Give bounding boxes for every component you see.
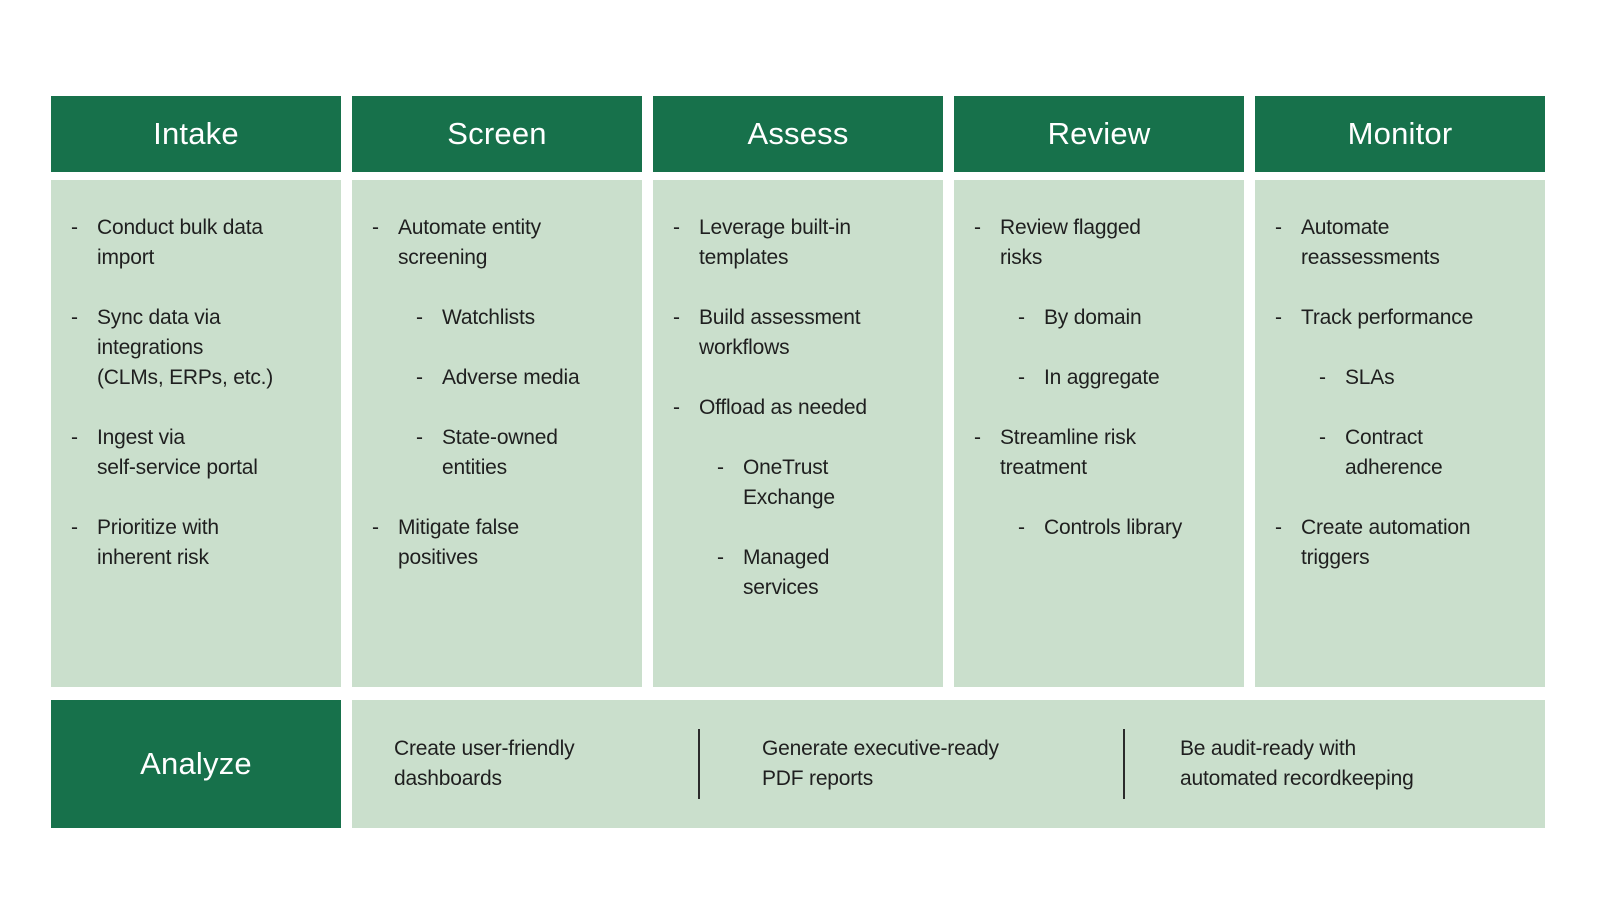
list-item: - Leverage built-in templates	[673, 213, 929, 273]
bullet-dash: -	[71, 516, 78, 539]
bullet-dash: -	[1275, 306, 1282, 329]
column-header-intake: Intake	[51, 96, 341, 172]
list-item: - Streamline risk treatment	[974, 423, 1230, 483]
list-item-text: Track performance	[1301, 306, 1474, 329]
footer-item-text: Create user-friendly dashboards	[394, 737, 575, 790]
footer-item-text: Generate executive-ready PDF reports	[762, 737, 999, 790]
list-item-text: Watchlists	[442, 306, 535, 329]
footer-row: Analyze Create user-friendly dashboards …	[51, 700, 1545, 828]
bullet-dash: -	[416, 366, 423, 389]
analyze-header: Analyze	[51, 700, 341, 828]
list-item-text: Automate entity screening	[398, 216, 541, 269]
list-subitem: - Controls library	[1018, 513, 1230, 543]
list-item-text: Streamline risk treatment	[1000, 426, 1136, 479]
list-item-text: SLAs	[1345, 366, 1395, 389]
list-item: - Automate reassessments	[1275, 213, 1531, 273]
panel-assess: - Leverage built-in templates - Build as…	[653, 180, 943, 687]
process-diagram: Intake Screen Assess Review Monitor - Co…	[51, 96, 1545, 828]
list-subitem: - State-owned entities	[416, 423, 628, 483]
list-item-text: Sync data via integrations (CLMs, ERPs, …	[97, 306, 274, 389]
list-item-text: Offload as needed	[699, 396, 867, 419]
list-item-text: By domain	[1044, 306, 1142, 329]
list-item: - Conduct bulk data import	[71, 213, 327, 273]
list-subitem: - Adverse media	[416, 363, 628, 393]
list-subitem: - By domain	[1018, 303, 1230, 333]
header-row: Intake Screen Assess Review Monitor	[51, 96, 1545, 172]
footer-item-reports: Generate executive-ready PDF reports	[700, 700, 1123, 828]
list-item: - Create automation triggers	[1275, 513, 1531, 573]
list-subitem: - Managed services	[717, 543, 929, 603]
column-header-monitor: Monitor	[1255, 96, 1545, 172]
vertical-divider	[698, 729, 700, 799]
bullet-dash: -	[1319, 366, 1326, 389]
list-item-text: Ingest via self-service portal	[97, 426, 258, 479]
list-item: - Build assessment workflows	[673, 303, 929, 363]
content-row: - Conduct bulk data import - Sync data v…	[51, 180, 1545, 687]
bullet-dash: -	[71, 216, 78, 239]
vertical-divider	[1123, 729, 1125, 799]
list-item-text: Managed services	[743, 546, 830, 599]
list-item-text: Create automation triggers	[1301, 516, 1471, 569]
list-subitem: - Contract adherence	[1319, 423, 1531, 483]
bullet-dash: -	[974, 216, 981, 239]
bullet-dash: -	[1018, 516, 1025, 539]
bullet-dash: -	[1275, 516, 1282, 539]
bullet-dash: -	[673, 216, 680, 239]
analyze-summary-bar: Create user-friendly dashboards Generate…	[352, 700, 1545, 828]
list-item: - Mitigate false positives	[372, 513, 628, 573]
bullet-dash: -	[372, 516, 379, 539]
list-item: - Sync data via integrations (CLMs, ERPs…	[71, 303, 327, 393]
bullet-dash: -	[372, 216, 379, 239]
column-header-screen: Screen	[352, 96, 642, 172]
list-subitem: - SLAs	[1319, 363, 1531, 393]
list-item: - Automate entity screening	[372, 213, 628, 273]
bullet-dash: -	[416, 306, 423, 329]
bullet-dash: -	[974, 426, 981, 449]
bullet-dash: -	[416, 426, 423, 449]
list-item-text: Conduct bulk data import	[97, 216, 263, 269]
list-item-text: Adverse media	[442, 366, 580, 389]
bullet-dash: -	[673, 306, 680, 329]
list-item: - Track performance	[1275, 303, 1531, 333]
bullet-dash: -	[1018, 306, 1025, 329]
list-item: - Offload as needed	[673, 393, 929, 423]
bullet-dash: -	[717, 456, 724, 479]
panel-review: - Review flagged risks - By domain - In …	[954, 180, 1244, 687]
bullet-dash: -	[1319, 426, 1326, 449]
list-item-text: Prioritize with inherent risk	[97, 516, 219, 569]
list-item-text: Review flagged risks	[1000, 216, 1141, 269]
list-item-text: Mitigate false positives	[398, 516, 519, 569]
footer-item-text: Be audit-ready with automated recordkeep…	[1180, 737, 1414, 790]
list-subitem: - In aggregate	[1018, 363, 1230, 393]
list-item: - Review flagged risks	[974, 213, 1230, 273]
bullet-dash: -	[1018, 366, 1025, 389]
panel-monitor: - Automate reassessments - Track perform…	[1255, 180, 1545, 687]
bullet-dash: -	[717, 546, 724, 569]
column-header-assess: Assess	[653, 96, 943, 172]
footer-item-recordkeeping: Be audit-ready with automated recordkeep…	[1125, 700, 1545, 828]
bullet-dash: -	[71, 306, 78, 329]
list-item: - Ingest via self-service portal	[71, 423, 327, 483]
bullet-dash: -	[71, 426, 78, 449]
list-item-text: In aggregate	[1044, 366, 1160, 389]
list-subitem: - Watchlists	[416, 303, 628, 333]
bullet-dash: -	[673, 396, 680, 419]
list-item-text: Automate reassessments	[1301, 216, 1440, 269]
column-header-review: Review	[954, 96, 1244, 172]
list-item-text: Build assessment workflows	[699, 306, 861, 359]
list-item-text: OneTrust Exchange	[743, 456, 835, 509]
list-item-text: Controls library	[1044, 516, 1183, 539]
list-item-text: Contract adherence	[1345, 426, 1443, 479]
panel-intake: - Conduct bulk data import - Sync data v…	[51, 180, 341, 687]
list-item-text: Leverage built-in templates	[699, 216, 851, 269]
list-subitem: - OneTrust Exchange	[717, 453, 929, 513]
bullet-dash: -	[1275, 216, 1282, 239]
footer-item-dashboards: Create user-friendly dashboards	[352, 700, 698, 828]
list-item: - Prioritize with inherent risk	[71, 513, 327, 573]
panel-screen: - Automate entity screening - Watchlists…	[352, 180, 642, 687]
list-item-text: State-owned entities	[442, 426, 558, 479]
